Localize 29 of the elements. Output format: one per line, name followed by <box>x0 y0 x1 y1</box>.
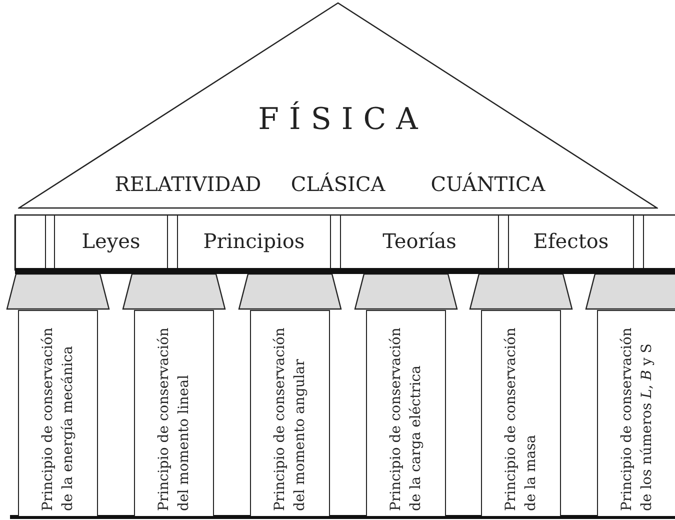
frieze-panel <box>508 215 634 268</box>
category-label: Principios <box>202 229 306 253</box>
frieze-panel <box>340 215 499 268</box>
column <box>366 310 446 516</box>
column <box>134 310 214 516</box>
column-label: Principio de conservación del momento angular <box>271 326 309 511</box>
branch-label: RELATIVIDAD <box>114 172 262 196</box>
frieze-panel <box>54 215 168 268</box>
frieze-panel <box>177 215 331 268</box>
roof-pediment <box>18 2 658 209</box>
title-text: FÍSICA <box>257 102 429 137</box>
column-capital <box>354 274 458 310</box>
column-label: Principio de conservación del momento lineal <box>155 326 193 511</box>
column <box>250 310 330 516</box>
column-label: Principio de conservación de la carga eléctrica <box>387 326 425 511</box>
column <box>18 310 98 516</box>
column-capital <box>6 274 110 310</box>
column-capital <box>122 274 226 310</box>
column <box>481 310 561 516</box>
category-label: Efectos <box>532 229 610 253</box>
category-label: Leyes <box>80 229 142 253</box>
column-label: Principio de conservación de la masa <box>502 326 540 511</box>
branch-label: CUÁNTICA <box>430 172 546 196</box>
column <box>597 310 675 516</box>
frieze-panel <box>15 215 46 268</box>
category-label: Teorías <box>382 229 458 253</box>
column-capital <box>238 274 342 310</box>
column-label: Principio de conservación de la energía mecánica <box>39 326 77 511</box>
column-capital <box>469 274 573 310</box>
